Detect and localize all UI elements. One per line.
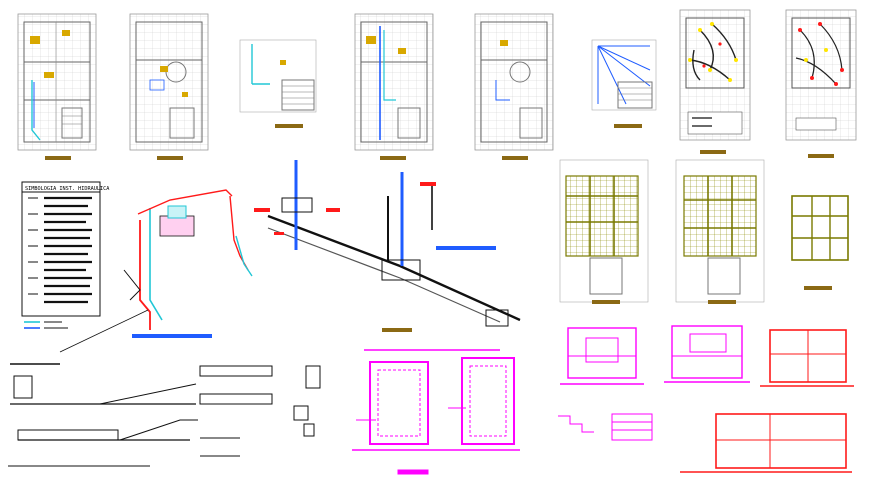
floor-plan-4 xyxy=(354,13,434,160)
legend-table: SIMBOLOGIA INST. HIDRAULICA xyxy=(21,181,110,329)
structural-plan-2 xyxy=(675,159,765,304)
magenta-side-elevation xyxy=(664,325,750,383)
floor-plan-2 xyxy=(129,13,209,160)
structural-plan-3 xyxy=(791,195,849,290)
floor-plan-5 xyxy=(474,13,554,160)
floor-plan-1 xyxy=(17,13,97,160)
floor-plan-3 xyxy=(239,39,317,128)
floor-plan-6 xyxy=(591,39,657,128)
electrical-plan-1 xyxy=(679,9,751,154)
isometric-water-riser xyxy=(59,189,253,353)
isometric-drainage xyxy=(254,160,521,332)
legend-title: SIMBOLOGIA INST. HIDRAULICA xyxy=(25,186,110,192)
red-section-1 xyxy=(760,329,854,387)
red-section-2 xyxy=(680,413,852,473)
magenta-front-elevation xyxy=(560,327,644,385)
magenta-stair-detail xyxy=(558,413,653,441)
magenta-cistern-elevation xyxy=(352,349,520,475)
section-details xyxy=(8,363,321,467)
structural-plan-1 xyxy=(559,159,649,304)
electrical-plan-2 xyxy=(785,9,857,158)
